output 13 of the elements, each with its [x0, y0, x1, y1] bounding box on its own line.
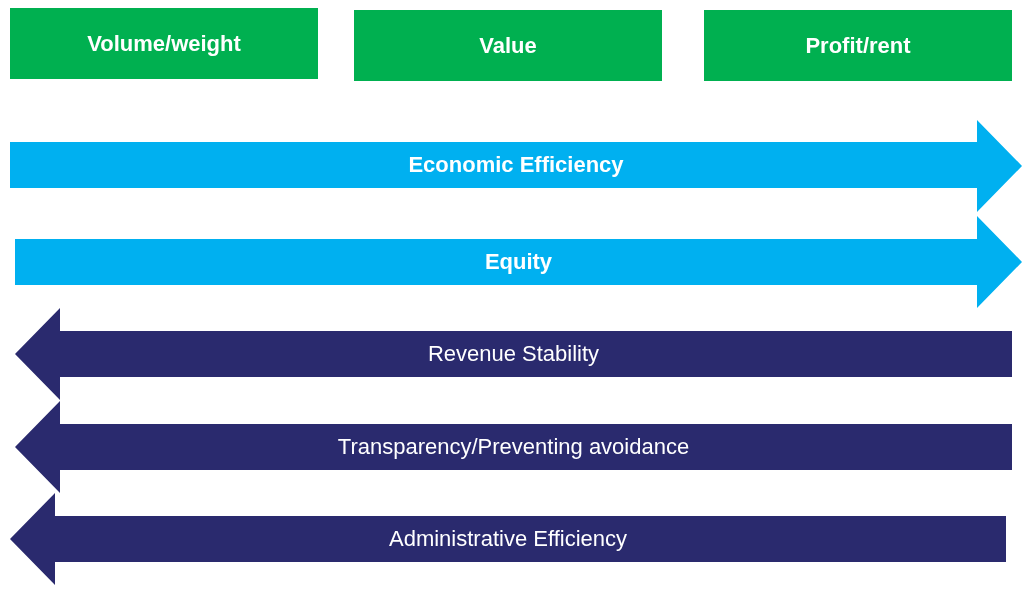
arrow-label: Equity: [483, 249, 554, 275]
category-box: Value: [354, 10, 662, 81]
left-pointing-banner: [15, 401, 1012, 493]
category-box: Profit/rent: [704, 10, 1012, 81]
arrow-label: Administrative Efficiency: [388, 526, 628, 552]
right-pointing-banner: [15, 216, 1022, 308]
arrow-label: Transparency/Preventing avoidance: [336, 434, 691, 460]
category-box: Volume/weight: [10, 8, 318, 79]
arrow-label: Revenue Stability: [426, 341, 601, 367]
left-pointing-banner: [15, 308, 1012, 400]
left-pointing-banner: [10, 493, 1006, 585]
right-pointing-banner: [10, 120, 1022, 212]
arrow-label: Economic Efficiency: [407, 152, 625, 178]
